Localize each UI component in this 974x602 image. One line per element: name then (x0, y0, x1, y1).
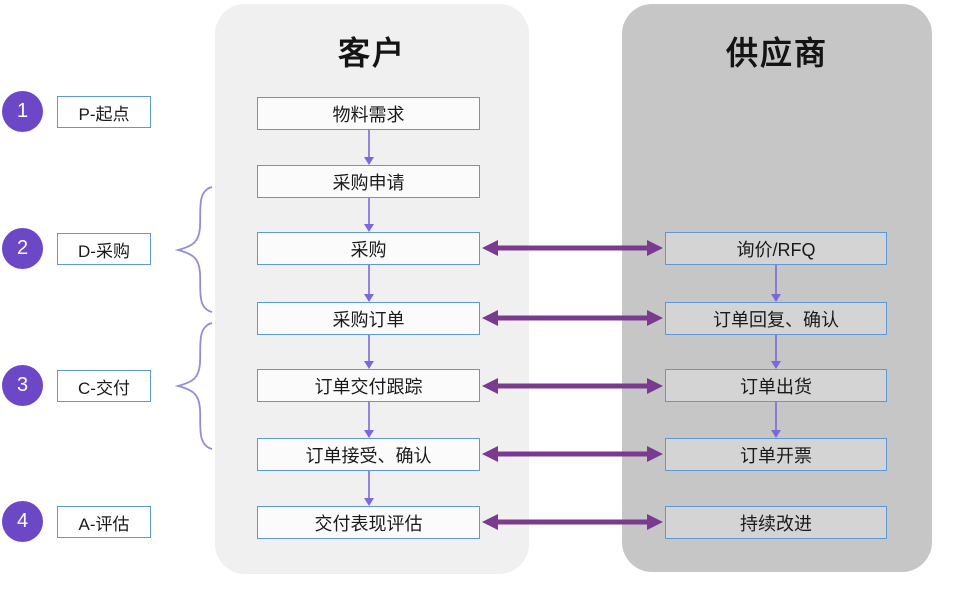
customer-step-delivery-evaluation: 交付表现评估 (257, 506, 480, 539)
customer-panel: 客户 (215, 4, 529, 574)
customer-step-purchase-request: 采购申请 (257, 165, 480, 198)
supplier-step-order-reply: 订单回复、确认 (665, 302, 887, 335)
customer-panel-title: 客户 (337, 35, 406, 71)
legend-circle-4: 4 (2, 501, 43, 542)
legend-label-a-evaluation: A-评估 (57, 506, 151, 538)
legend-label-c-delivery: C-交付 (57, 370, 151, 402)
customer-step-purchase-order: 采购订单 (257, 302, 480, 335)
legend-label-d-purchase: D-采购 (57, 233, 151, 265)
legend-circle-1: 1 (2, 91, 43, 132)
legend-circle-2: 2 (2, 228, 43, 269)
customer-step-material-demand: 物料需求 (257, 97, 480, 130)
brace-c-delivery-icon (174, 322, 213, 450)
group-braces-icon (174, 186, 213, 450)
customer-step-order-acceptance: 订单接受、确认 (257, 438, 480, 471)
supplier-step-rfq: 询价/RFQ (665, 232, 887, 265)
supplier-panel: 供应商 (622, 4, 932, 572)
customer-step-delivery-tracking: 订单交付跟踪 (257, 369, 480, 402)
supplier-step-continuous-improvement: 持续改进 (665, 506, 887, 539)
supplier-step-order-shipment: 订单出货 (665, 369, 887, 402)
supplier-panel-title: 供应商 (725, 35, 828, 71)
legend-circle-3: 3 (2, 365, 43, 406)
customer-step-purchasing: 采购 (257, 232, 480, 265)
brace-d-purchase-icon (174, 186, 213, 313)
supplier-step-order-invoicing: 订单开票 (665, 438, 887, 471)
legend-label-p-start: P-起点 (57, 96, 151, 128)
